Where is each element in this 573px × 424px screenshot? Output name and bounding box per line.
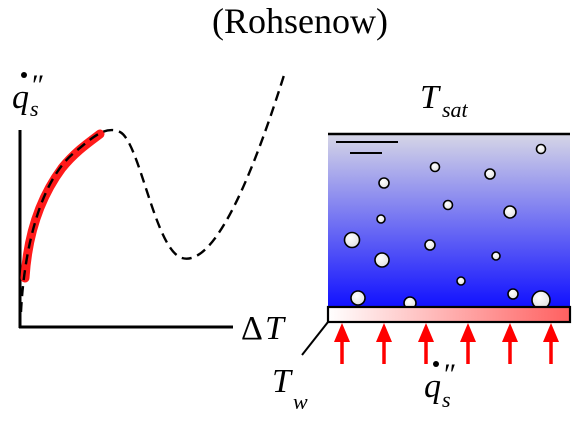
heat-input-arrows bbox=[334, 323, 559, 364]
bubble-icon bbox=[491, 251, 501, 261]
pool-boiling-schematic: T sat bbox=[272, 79, 572, 414]
up-arrow-icon bbox=[543, 323, 559, 364]
vapor-bubbles bbox=[343, 143, 551, 310]
bubble-icon bbox=[503, 205, 517, 219]
bubble-icon bbox=[429, 161, 441, 173]
x-axis-T: T bbox=[265, 310, 286, 347]
t-wall-leader bbox=[301, 321, 329, 356]
t-wall-subscript: w bbox=[293, 389, 308, 414]
bubble-icon bbox=[376, 214, 386, 224]
t-sat-var: T bbox=[420, 79, 441, 116]
bubble-icon bbox=[535, 143, 547, 155]
y-axis-q-dot bbox=[21, 72, 27, 78]
x-axis-delta: Δ bbox=[241, 310, 263, 347]
bubble-icon bbox=[378, 177, 390, 189]
x-axis-label: Δ T bbox=[241, 310, 286, 347]
boiling-curve bbox=[19, 71, 287, 313]
y-axis-subscript: s bbox=[30, 96, 39, 121]
y-axis-label: q ″ s bbox=[12, 69, 43, 121]
liquid-pool bbox=[328, 134, 570, 308]
up-arrow-icon bbox=[418, 323, 434, 364]
t-wall-label: T w bbox=[272, 363, 308, 414]
free-surface-marker-icon bbox=[336, 141, 398, 154]
heat-flux-subscript: s bbox=[442, 387, 451, 412]
y-axis-q-symbol: q bbox=[12, 79, 29, 116]
heat-flux-label: q ″ s bbox=[424, 358, 455, 412]
bubble-icon bbox=[343, 231, 361, 249]
t-sat-label: T sat bbox=[420, 79, 469, 122]
heat-flux-q-dot bbox=[433, 361, 439, 367]
y-axis-prime: ″ bbox=[30, 69, 43, 102]
bubble-icon bbox=[424, 239, 436, 251]
diagram-title: (Rohsenow) bbox=[212, 1, 388, 41]
heater-plate bbox=[326, 305, 572, 324]
boiling-curve-plot: q ″ s Δ T bbox=[12, 69, 287, 347]
up-arrow-icon bbox=[460, 323, 476, 364]
t-wall-var: T bbox=[272, 363, 293, 400]
bubble-icon bbox=[484, 168, 496, 180]
up-arrow-icon bbox=[376, 323, 392, 364]
bubble-icon bbox=[507, 288, 519, 300]
bubble-icon bbox=[374, 252, 390, 268]
bubble-icon bbox=[442, 199, 454, 211]
bubble-icon bbox=[456, 276, 466, 286]
t-sat-subscript: sat bbox=[442, 97, 469, 122]
up-arrow-icon bbox=[502, 323, 518, 364]
heat-flux-prime: ″ bbox=[442, 358, 455, 391]
nucleate-boiling-highlight bbox=[20, 129, 105, 283]
up-arrow-icon bbox=[334, 323, 350, 364]
bubble-icon bbox=[350, 290, 366, 306]
heat-flux-q-symbol: q bbox=[424, 368, 441, 405]
